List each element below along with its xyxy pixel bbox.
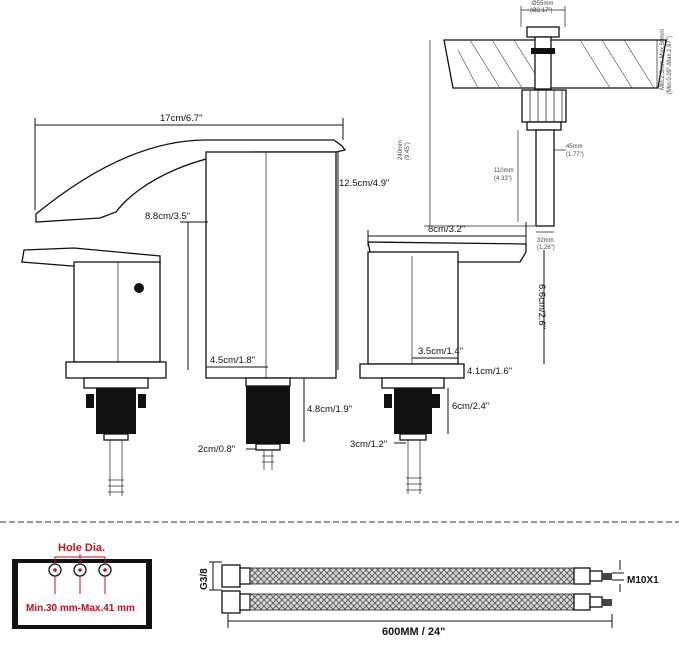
right-handle-body (367, 251, 459, 365)
handle-block-label: 3.5cm/1.4" (418, 346, 463, 357)
hose-thread-right-label: M10X1 (627, 575, 659, 586)
drain-assembly: Ø55mm (Ø2.17") 240mm (9.45") 110mm (4.33… (398, 1, 673, 251)
spout-column (205, 151, 337, 379)
handle-shank-dia-label: 3cm/1.2" (350, 439, 387, 450)
drain-tail: 110mm (494, 168, 514, 174)
drain-stem (534, 36, 552, 90)
handle-height-label: 6.6cm/2.6" (536, 284, 547, 329)
drain-height-in: (9.45") (405, 142, 411, 160)
drain-pipe-dia-in: (1.26") (537, 245, 555, 251)
counter-range-in: (Min.0.09"-Max.1.97") (667, 36, 673, 94)
spout-shank-dia-label: 2cm/0.8" (198, 444, 235, 455)
hose-top-left-nut (221, 564, 241, 588)
countertop (443, 39, 667, 89)
spout-width-label: 17cm/6.7" (160, 113, 202, 124)
right-handle-base (359, 363, 465, 379)
drain-cap-dia: Ø55mm (532, 1, 553, 7)
left-handle-base (65, 361, 167, 379)
counter-range: Min.2.5mm-Max.50mm (660, 29, 666, 90)
left-handle-button (134, 283, 144, 293)
drain-tailpiece (535, 129, 555, 227)
hose-bottom-braid (249, 593, 575, 611)
drain-tail-dia-in: (1.77") (566, 152, 584, 158)
spout-reach-label: 8.8cm/3.5" (145, 211, 190, 222)
hole-dia-panel: Hole Dia. Min.30 mm-Max.41 mm (12, 542, 152, 629)
drain-tail-dia: 45mm (566, 144, 583, 150)
drain-pipe-dia: 32mm (537, 238, 554, 244)
left-handle-assembly (21, 247, 167, 496)
drain-gasket (531, 48, 555, 54)
drain-cap (526, 26, 560, 38)
spout-base-label: 4.5cm/1.8" (210, 355, 255, 366)
hose-thread-left-label: G3/8 (199, 568, 210, 590)
spout-height-label: 12.5cm/4.9" (339, 178, 389, 189)
hose-length-label: 600MM / 24" (382, 626, 445, 638)
hose-top-braid (249, 567, 575, 585)
drain-height: 240mm (398, 140, 404, 160)
left-handle-body (73, 261, 161, 363)
handle-length-label: 8cm/3.2" (428, 224, 465, 235)
spout-shank (246, 386, 290, 444)
handle-base-label: 4.1cm/1.6" (467, 366, 512, 377)
hose-bottom-left-nut (221, 590, 241, 614)
drain-tail-in: (4.33") (494, 176, 512, 182)
spout-shank-label: 4.8cm/1.9" (307, 404, 352, 415)
left-handle-shank (96, 388, 136, 434)
hose-assembly: G3/8 M10X1 600MM / 24" (199, 560, 659, 638)
hole-range-label: Min.30 mm-Max.41 mm (26, 603, 135, 614)
right-handle-shank (394, 388, 432, 434)
drain-nut (521, 89, 567, 123)
hose-bottom-right-thread (602, 599, 612, 606)
spout-assembly: 17cm/6.7" 12.5cm/4.9" 8.8cm/3.5" 4.5cm/1… (34, 113, 389, 470)
drain-cap-dia-in: (Ø2.17") (530, 8, 552, 14)
hole-dia-title: Hole Dia. (58, 542, 105, 554)
right-handle-assembly: 8cm/3.2" 6.6cm/2.6" 3.5cm/1.4" 4.1cm/1.6… (350, 222, 547, 494)
hose-top-right-thread (602, 573, 612, 580)
handle-shank-label: 6cm/2.4" (452, 401, 489, 412)
